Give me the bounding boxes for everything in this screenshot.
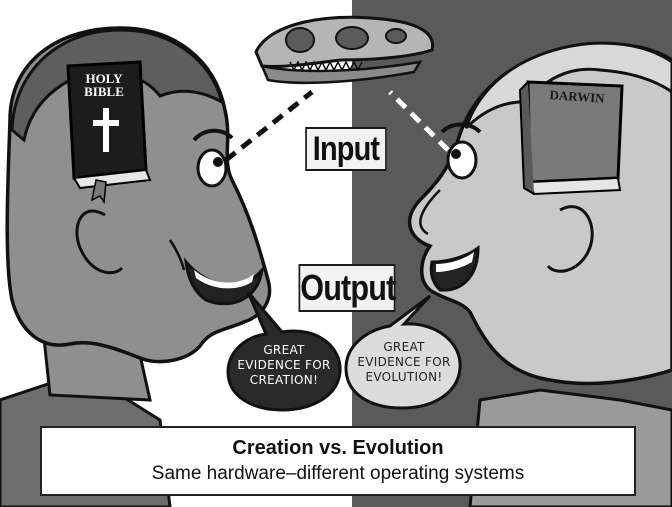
bible-bookmark bbox=[90, 179, 107, 205]
bible-book-title: HOLY BIBLE bbox=[84, 71, 124, 99]
right-sight-line bbox=[388, 90, 450, 152]
right-man-ear bbox=[546, 205, 594, 273]
right-man-nose bbox=[419, 189, 441, 236]
caption-box: Creation vs. Evolution Same hardware–dif… bbox=[40, 426, 636, 496]
caption-subtitle: Same hardware–different operating system… bbox=[151, 463, 525, 484]
cross-icon bbox=[93, 108, 119, 152]
darwin-book-pages bbox=[528, 176, 622, 196]
fossil-skull-icon bbox=[254, 15, 435, 85]
output-label: Output bbox=[298, 264, 396, 312]
left-man-teeth bbox=[194, 270, 254, 289]
left-man-eye bbox=[196, 148, 228, 188]
right-man-hair bbox=[464, 41, 672, 130]
darwin-book bbox=[518, 80, 624, 196]
input-label: Input bbox=[305, 127, 387, 171]
bible-book-pages bbox=[72, 168, 152, 190]
left-man-ear bbox=[75, 209, 124, 275]
left-man-pupil bbox=[213, 157, 223, 167]
right-man-teeth bbox=[436, 252, 474, 272]
left-man-brow bbox=[192, 128, 234, 142]
left-man-cheek bbox=[168, 239, 186, 271]
speech-bubble-left-text: GREAT EVIDENCE FOR CREATION! bbox=[237, 343, 331, 387]
bible-book bbox=[66, 60, 152, 205]
darwin-book-spine bbox=[518, 81, 535, 195]
speech-bubble-right-text: GREAT EVIDENCE FOR EVOLUTION! bbox=[357, 340, 451, 384]
caption-title: Creation vs. Evolution bbox=[232, 437, 444, 459]
right-man-pupil bbox=[451, 149, 461, 159]
left-sight-line bbox=[224, 90, 314, 162]
speech-bubble-right bbox=[344, 294, 462, 410]
left-man-hair bbox=[10, 28, 225, 143]
speech-bubble-left bbox=[226, 291, 342, 412]
right-man-eye bbox=[446, 140, 478, 180]
right-man-brow bbox=[440, 122, 482, 134]
